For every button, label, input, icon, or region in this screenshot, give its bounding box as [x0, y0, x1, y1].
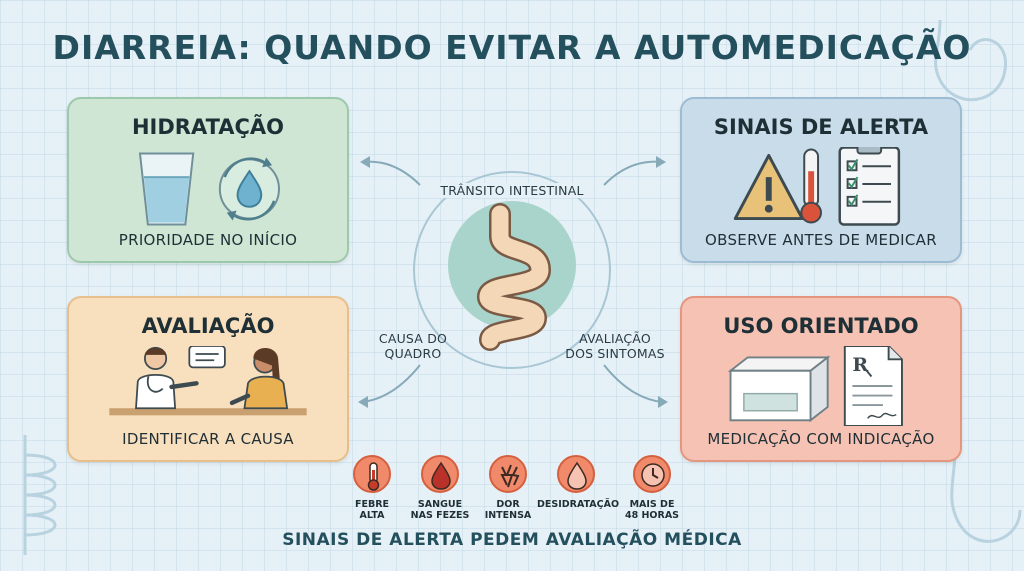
hydration-card-title: HIDRATAÇÃO: [131, 115, 285, 139]
center-right-label: AVALIAÇÃO DOS SINTOMAS: [565, 331, 665, 361]
alert-card-title: SINAIS DE ALERTA: [713, 115, 929, 139]
checklist-clipboard-icon: [838, 147, 901, 226]
alert-signs-row: FEBRE ALTA SANGUE NAS FEZES DOR INTENSA: [345, 455, 685, 525]
hydration-art: [138, 152, 280, 226]
doctor-patient-consultation-illustration: [109, 346, 307, 416]
water-glass-icon: [138, 152, 195, 226]
drop-icon: [567, 461, 587, 490]
guided-art: R: [727, 346, 903, 426]
alert-sign-blood: SANGUE NAS FEZES: [401, 455, 479, 521]
alert-art: [733, 147, 901, 226]
stomach-outline-decoration-right: [950, 449, 1022, 543]
prescription-rx-icon: R: [843, 346, 903, 426]
pain-bolt-icon: [500, 464, 520, 488]
center-top-label: TRÂNSITO INTESTINAL: [430, 183, 594, 198]
evaluation-card: AVALIAÇÃO IDENTIFICAR A CAUSA: [67, 296, 349, 462]
svg-text:R: R: [852, 354, 868, 376]
thermometer-icon: [367, 462, 380, 491]
page-title: DIARREIA: QUANDO EVITAR A AUTOMEDICAÇÃO: [52, 28, 972, 67]
speech-bubble-icon: [188, 346, 226, 369]
evaluation-card-title: AVALIAÇÃO: [141, 314, 275, 338]
guided-card-caption: MEDICAÇÃO COM INDICAÇÃO: [707, 430, 935, 448]
alert-sign-duration: MAIS DE 48 HORAS: [613, 455, 691, 521]
alert-signs-card: SINAIS DE ALERTA OBSERVE ANTES DE MEDICA…: [680, 97, 962, 263]
center-diagram: [358, 156, 668, 408]
flow-arrows: [358, 156, 668, 408]
clock-icon: [641, 463, 665, 487]
warning-triangle-icon: [733, 153, 804, 221]
alert-sign-dehydration: DESIDRATAÇÃO: [537, 455, 619, 510]
guided-use-card: USO ORIENTADO R MEDICAÇÃO COM INDICAÇÃO: [680, 296, 962, 462]
hydration-card-caption: PRIORIDADE NO INÍCIO: [118, 231, 298, 249]
thermometer-icon: [800, 148, 822, 224]
hydration-card: HIDRATAÇÃO PRIORIDADE NO INÍCIO: [67, 97, 349, 263]
evaluation-card-caption: IDENTIFICAR A CAUSA: [122, 430, 294, 448]
patient-icon: [229, 347, 289, 410]
doctor-icon: [135, 346, 199, 410]
medicine-box-icon: [727, 355, 831, 423]
alert-card-caption: OBSERVE ANTES DE MEDICAR: [705, 231, 937, 249]
intestine-icon: [477, 203, 551, 351]
alert-sign-fever: FEBRE ALTA: [333, 455, 411, 521]
stomach-outline-decoration: [934, 19, 1008, 102]
blood-drop-icon: [431, 461, 451, 490]
center-left-label: CAUSA DO QUADRO: [378, 331, 448, 361]
water-drop-cycle-icon: [218, 157, 280, 221]
bottom-warning-text: SINAIS DE ALERTA PEDEM AVALIAÇÃO MÉDICA: [282, 530, 742, 550]
alert-sign-pain: DOR INTENSA: [469, 455, 547, 521]
intestine-outline-decoration: [23, 435, 57, 555]
guided-card-title: USO ORIENTADO: [723, 314, 919, 338]
